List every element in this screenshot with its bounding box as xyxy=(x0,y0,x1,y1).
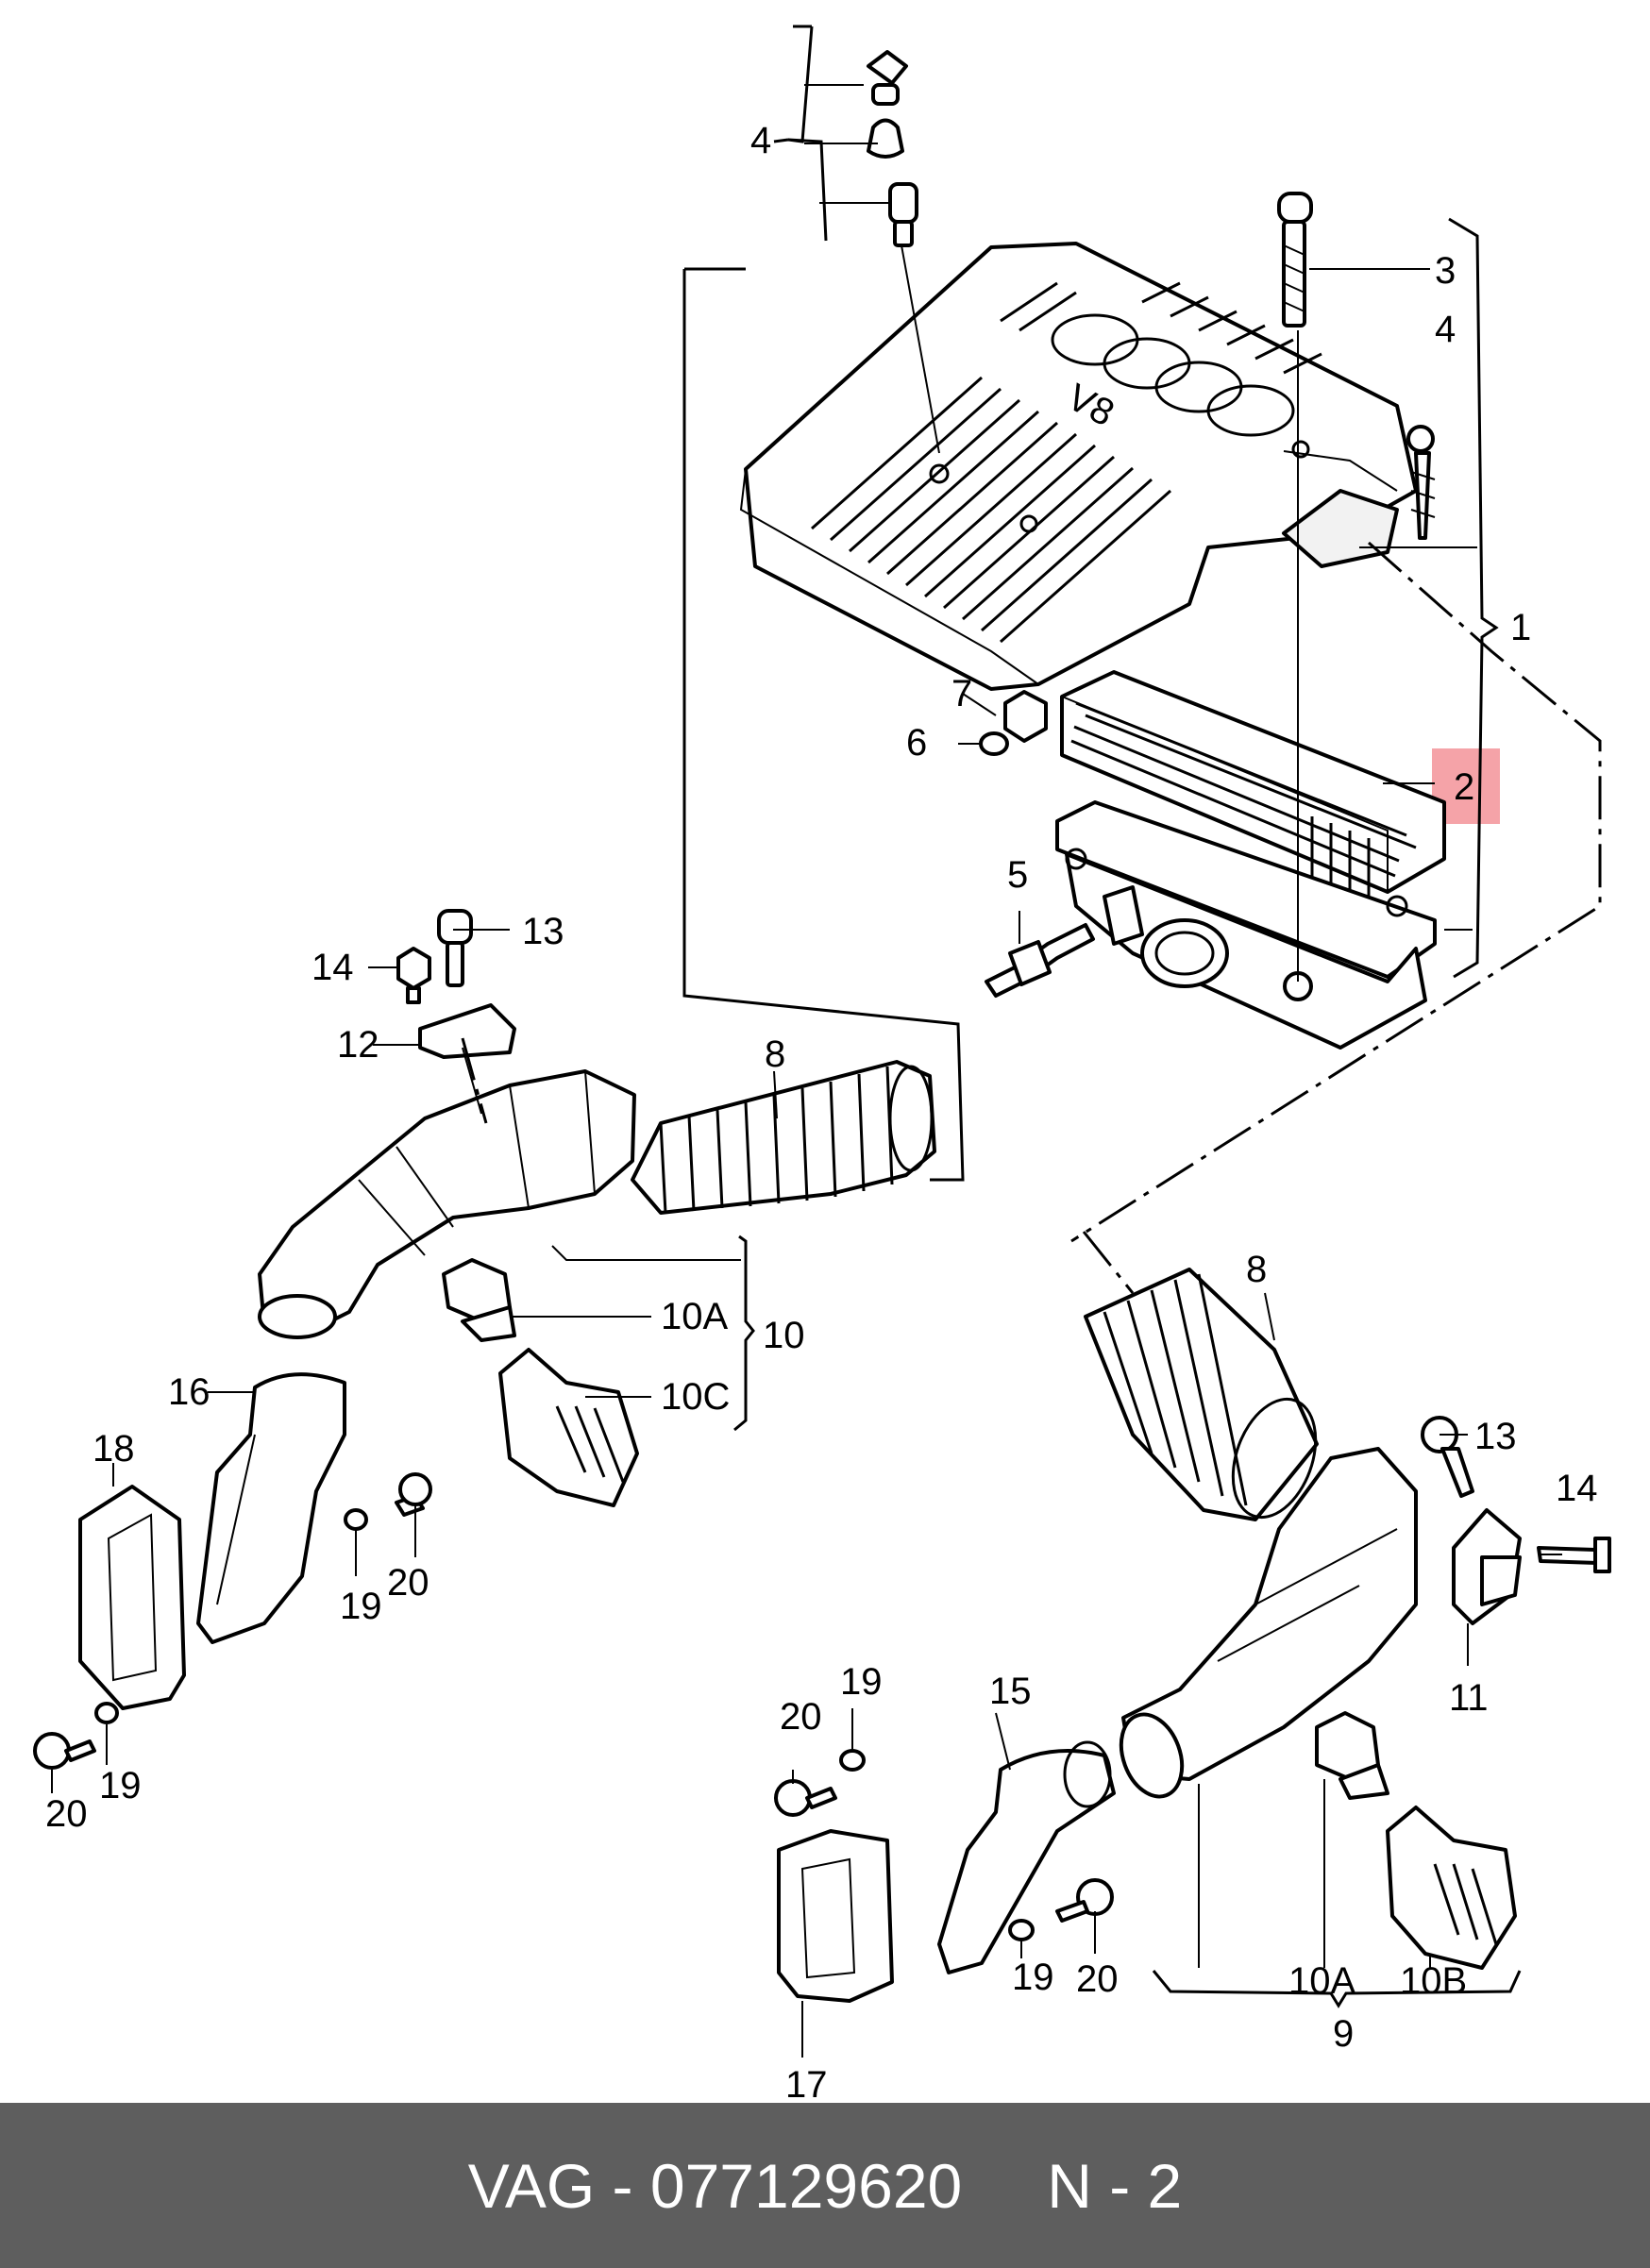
callout-15: 15 xyxy=(989,1671,1032,1712)
callout-20-right-b: 20 xyxy=(1076,1958,1119,2000)
bracket-right xyxy=(1452,1508,1522,1625)
resonator-10b-right xyxy=(1386,1806,1517,1970)
air-filter-element xyxy=(1060,670,1446,897)
callout-20-right-a: 20 xyxy=(780,1696,822,1738)
callout-14-right: 14 xyxy=(1556,1468,1598,1509)
cover-grommet-set xyxy=(867,50,940,454)
washers-screws-right xyxy=(774,1749,1114,1941)
housing-nut xyxy=(1003,690,1048,743)
callout-labels: 4 3 4 1 7 6 2 5 13 14 12 8 10A 10 10C 16… xyxy=(45,120,1598,2103)
callout-19-left-a: 19 xyxy=(340,1586,382,1627)
bolt-right xyxy=(1421,1416,1474,1498)
bracket-left xyxy=(418,1003,516,1115)
nut-left xyxy=(396,947,431,1004)
callout-20-left-a: 20 xyxy=(387,1562,429,1604)
pipe-15 xyxy=(937,1740,1116,1974)
footer-page-ref: N - 2 xyxy=(1047,2150,1183,2221)
callout-13-left: 13 xyxy=(522,911,564,952)
callout-8-left: 8 xyxy=(765,1033,785,1075)
footer-separator: - xyxy=(612,2150,633,2221)
callout-16: 16 xyxy=(168,1371,210,1413)
callout-10a-left: 10A xyxy=(661,1296,728,1337)
part-number-footer: VAG - 077129620 N - 2 xyxy=(0,2103,1650,2268)
callout-9: 9 xyxy=(1333,2013,1354,2055)
footer-part-number: 077129620 xyxy=(649,2150,963,2221)
callout-7: 7 xyxy=(951,673,972,714)
callout-19-left-b: 19 xyxy=(99,1765,142,1806)
callout-18: 18 xyxy=(93,1428,135,1470)
intake-duct-right xyxy=(1119,1447,1418,1799)
dashed-connectors xyxy=(461,541,1602,1294)
callout-4-right: 4 xyxy=(1435,309,1456,350)
washers-screws-left xyxy=(33,1472,432,1770)
callout-20-left-b: 20 xyxy=(45,1793,88,1835)
callout-13-right: 13 xyxy=(1474,1416,1517,1457)
callout-5: 5 xyxy=(1007,854,1028,896)
plate-17 xyxy=(777,1829,894,2003)
callout-10a-right: 10A xyxy=(1288,1960,1355,2002)
callout-1: 1 xyxy=(1510,607,1531,648)
resonator-10a-right xyxy=(1315,1711,1389,1800)
callout-19-right-b: 19 xyxy=(1012,1957,1054,1998)
callout-19-right-a: 19 xyxy=(840,1661,883,1703)
callout-3: 3 xyxy=(1435,250,1456,292)
bolt-left xyxy=(437,909,473,987)
housing-stud xyxy=(985,923,1095,998)
callout-4-top: 4 xyxy=(750,120,771,161)
intake-duct-left xyxy=(258,1069,636,1339)
resonator-10c-left xyxy=(498,1348,639,1507)
parts-diagram: V8 xyxy=(33,25,1611,2103)
callout-6: 6 xyxy=(906,722,927,764)
nut-right xyxy=(1537,1537,1611,1573)
footer-brand: VAG xyxy=(467,2150,596,2221)
callout-8-right: 8 xyxy=(1246,1249,1267,1290)
callout-10b: 10B xyxy=(1400,1960,1467,2002)
callout-12: 12 xyxy=(337,1024,379,1066)
callout-10: 10 xyxy=(763,1315,805,1356)
callout-17: 17 xyxy=(785,2064,828,2103)
resonator-10a-left xyxy=(442,1258,516,1342)
callout-14-left: 14 xyxy=(311,947,354,988)
intake-hose-left xyxy=(631,1060,936,1215)
intake-hose-right xyxy=(1084,1268,1319,1521)
cover-bolt xyxy=(1277,192,1313,444)
cover-ribs xyxy=(811,281,1322,644)
callout-10c: 10C xyxy=(661,1376,730,1418)
callout-2: 2 xyxy=(1454,766,1474,808)
callout-11: 11 xyxy=(1449,1677,1489,1719)
group-brackets xyxy=(733,25,1522,2008)
engine-cover: V8 xyxy=(739,242,1418,691)
air-filter-housing xyxy=(1055,444,1437,1050)
cover-screw xyxy=(1406,425,1436,540)
plate-18 xyxy=(78,1485,186,1710)
pipe-16 xyxy=(196,1372,346,1644)
outline-box-left xyxy=(682,267,965,1182)
housing-washer xyxy=(979,731,1009,756)
leader-lines xyxy=(51,84,1562,2058)
